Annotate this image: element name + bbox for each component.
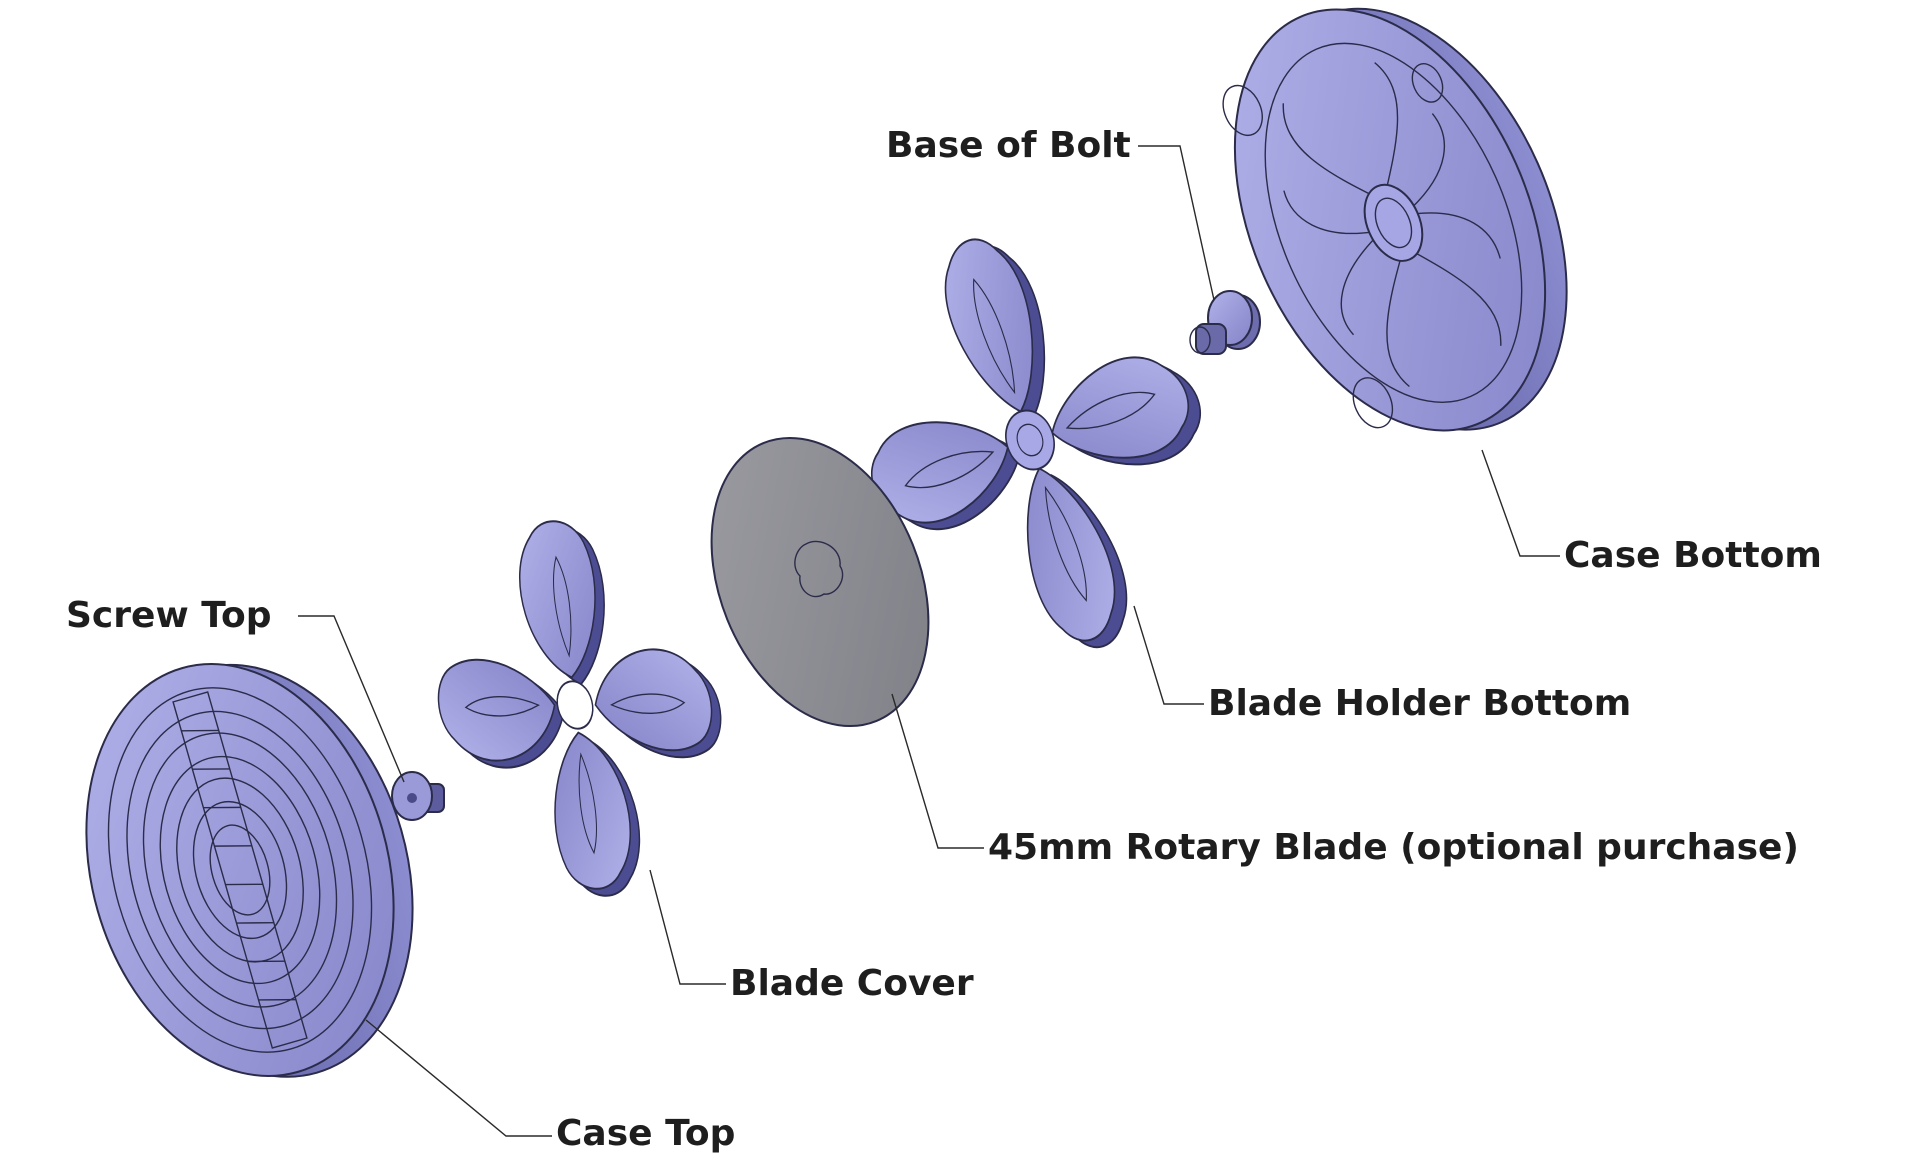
leader-case-top [365,1019,552,1137]
base-of-bolt-part [1189,290,1261,355]
blade-cover-part [437,520,722,897]
label-rotary-blade: 45mm Rotary Blade (optional purchase) [988,827,1799,868]
label-screw-top: Screw Top [66,595,272,636]
screw-top-part [391,771,445,821]
label-blade-holder-bottom: Blade Holder Bottom [1208,683,1632,724]
label-case-top: Case Top [556,1113,736,1154]
case-bottom-part [1222,7,1568,432]
label-base-of-bolt: Base of Bolt [886,125,1131,166]
leader-case-bottom [1481,449,1560,557]
blade-holder-bottom-part [870,238,1202,648]
leader-screw-top [298,615,405,783]
label-case-bottom: Case Bottom [1564,535,1822,576]
leader-base-of-bolt [1138,145,1215,301]
case-top-part [85,663,414,1078]
leader-blade-cover [649,869,726,985]
label-blade-cover: Blade Cover [730,963,974,1004]
leader-lines [298,145,1560,1137]
leader-rotary-blade [891,693,984,849]
rotary-blade-part [710,436,930,728]
leader-blade-holder-bottom [1133,605,1204,705]
